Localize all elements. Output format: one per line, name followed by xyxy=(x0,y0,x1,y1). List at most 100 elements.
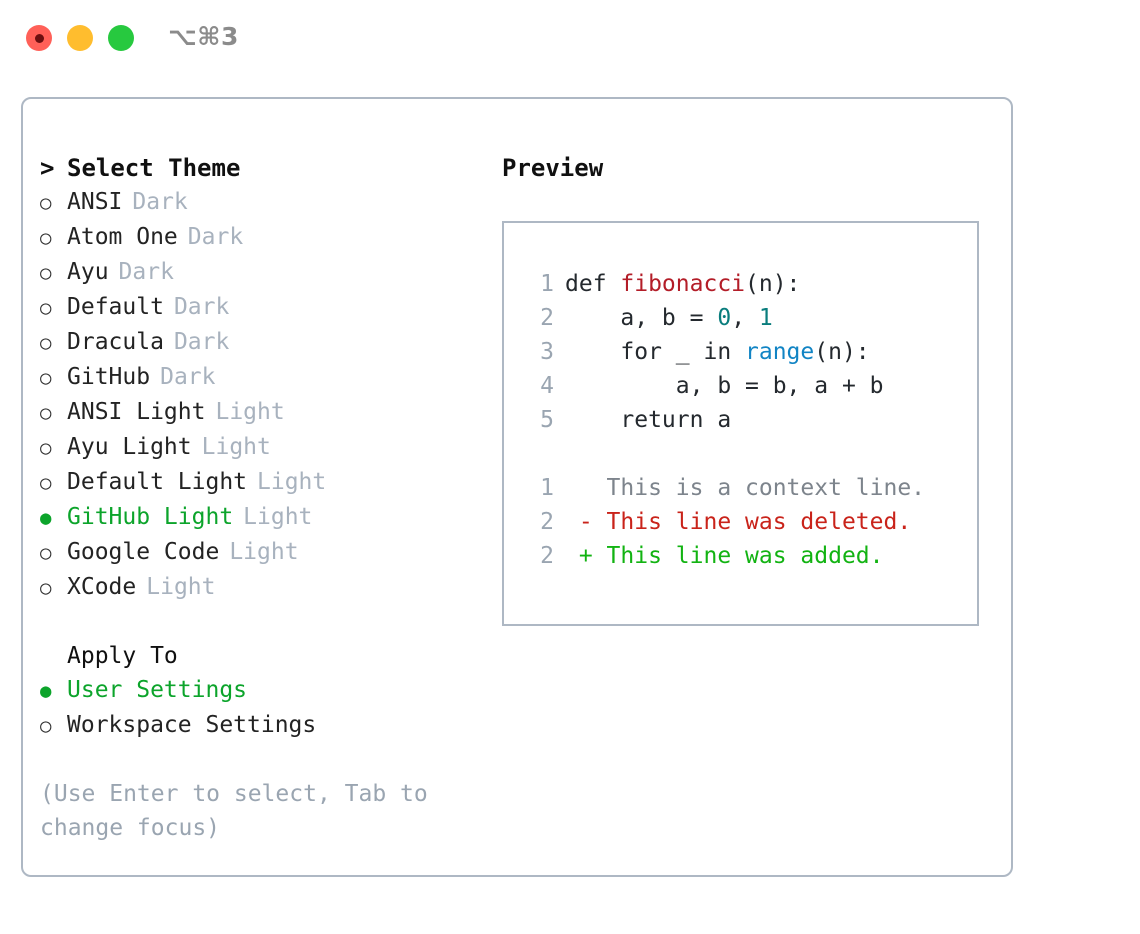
radio-unselected-icon: ○ xyxy=(40,367,52,389)
code-token-call: range xyxy=(745,339,815,365)
radio-unselected-icon: ○ xyxy=(40,332,52,354)
diff-line-context: 1 This is a context line. xyxy=(526,471,977,505)
code-line-number: 1 xyxy=(540,271,554,297)
theme-option-dracula[interactable]: ○ Dracula Dark xyxy=(40,325,480,360)
theme-option-label: GitHub xyxy=(67,364,151,390)
keyboard-hint-text: (Use Enter to select, Tab to change focu… xyxy=(40,781,428,841)
theme-option-label: Atom One xyxy=(67,224,178,250)
radio-unselected-icon: ○ xyxy=(40,437,52,459)
apply-to-option-label: Workspace Settings xyxy=(67,712,317,738)
code-line-text: a, b = 0, 1 xyxy=(565,301,773,335)
code-line: 1 def fibonacci(n): xyxy=(526,267,977,301)
radio-unselected-icon: ○ xyxy=(40,402,52,424)
code-line: 2 a, b = 0, 1 xyxy=(526,301,977,335)
theme-option-label: XCode xyxy=(67,574,137,600)
apply-to-option-user-settings[interactable]: ●User Settings xyxy=(40,673,480,708)
apply-to-option-workspace-settings[interactable]: ○ Workspace Settings xyxy=(40,708,480,743)
code-diff-separator xyxy=(526,437,977,471)
diff-line-number: 1 xyxy=(540,475,554,501)
code-token-func: fibonacci xyxy=(620,271,746,297)
theme-variant-badge: Dark xyxy=(173,329,230,355)
theme-option-label: Ayu Light xyxy=(67,434,192,460)
radio-unselected-icon: ○ xyxy=(40,297,52,319)
code-token-plain: , xyxy=(731,305,759,331)
theme-option-default-light[interactable]: ○ Default Light Light xyxy=(40,465,480,500)
radio-unselected-icon: ○ xyxy=(40,192,52,214)
radio-selected-icon: ● xyxy=(40,507,52,529)
theme-variant-badge: Light xyxy=(201,434,271,460)
theme-option-label: Default Light xyxy=(67,469,248,495)
code-token-num: 0 xyxy=(717,305,732,331)
code-line-number: 5 xyxy=(540,407,554,433)
theme-option-label: ANSI xyxy=(67,189,123,215)
theme-variant-badge: Light xyxy=(146,574,216,600)
diff-line-number: 2 xyxy=(540,543,554,569)
window-controls xyxy=(26,25,134,51)
code-token-plain: (n): xyxy=(745,271,801,297)
code-line-text: a, b = b, a + b xyxy=(565,369,884,403)
code-token-plain: def xyxy=(565,271,621,297)
apply-to-option-label: User Settings xyxy=(67,677,248,703)
theme-option-ayu[interactable]: ○ Ayu Dark xyxy=(40,255,480,290)
theme-option-ayu-light[interactable]: ○ Ayu Light Light xyxy=(40,430,480,465)
code-line-number: 2 xyxy=(540,305,554,331)
theme-variant-badge: Light xyxy=(257,469,327,495)
theme-variant-badge: Dark xyxy=(187,224,244,250)
theme-variant-badge: Light xyxy=(243,504,313,530)
prompt-marker: > xyxy=(40,154,55,182)
keyboard-shortcut-label: ⌥⌘3 xyxy=(168,22,239,51)
diff-sample: 1 This is a context line.2 - This line w… xyxy=(526,471,977,573)
diff-line-text: - This line was deleted. xyxy=(565,509,912,535)
radio-unselected-icon: ○ xyxy=(40,577,52,599)
minimize-light-icon[interactable] xyxy=(67,25,93,51)
code-token-plain: return a xyxy=(565,407,732,433)
code-line-text: for _ in range(n): xyxy=(565,335,869,369)
theme-option-label: Google Code xyxy=(67,539,220,565)
code-line: 4 a, b = b, a + b xyxy=(526,369,977,403)
theme-option-label: Ayu xyxy=(67,259,109,285)
code-line-text: def fibonacci(n): xyxy=(565,267,800,301)
theme-option-google-code[interactable]: ○ Google Code Light xyxy=(40,535,480,570)
close-light-icon[interactable] xyxy=(26,25,52,51)
theme-variant-badge: Light xyxy=(229,539,299,565)
code-token-num: 1 xyxy=(758,305,773,331)
theme-option-github[interactable]: ○ GitHub Dark xyxy=(40,360,480,395)
code-line: 3 for _ in range(n): xyxy=(526,335,977,369)
radio-unselected-icon: ○ xyxy=(40,542,52,564)
code-token-plain: a, b = b, a + b xyxy=(565,373,884,399)
code-token-plain: for _ in xyxy=(565,339,746,365)
code-token-plain: a, b = xyxy=(565,305,718,331)
diff-line-text: This is a context line. xyxy=(565,475,926,501)
radio-unselected-icon: ○ xyxy=(40,262,52,284)
select-theme-title: Select Theme xyxy=(67,154,241,182)
code-line-number: 3 xyxy=(540,339,554,365)
theme-variant-badge: Dark xyxy=(118,259,174,285)
radio-unselected-icon: ○ xyxy=(40,715,52,737)
theme-option-github-light[interactable]: ● GitHub Light Light xyxy=(40,500,480,535)
diff-line-del: 2 - This line was deleted. xyxy=(526,505,977,539)
diff-line-add: 2 + This line was added. xyxy=(526,539,977,573)
theme-option-label: ANSI Light xyxy=(67,399,206,425)
maximize-light-icon[interactable] xyxy=(108,25,134,51)
diff-line-number: 2 xyxy=(540,509,554,535)
list-spacer xyxy=(40,605,480,639)
theme-option-label: Dracula xyxy=(67,329,164,355)
title-bar: ⌥⌘3 xyxy=(0,0,1140,78)
diff-line-text: + This line was added. xyxy=(565,543,884,569)
code-line-text: return a xyxy=(565,403,731,437)
code-line-number: 4 xyxy=(540,373,554,399)
theme-option-label: GitHub Light xyxy=(67,504,234,530)
code-line: 5 return a xyxy=(526,403,977,437)
theme-variant-badge: Dark xyxy=(160,364,216,390)
radio-unselected-icon: ○ xyxy=(40,472,52,494)
theme-option-xcode[interactable]: ○ XCode Light xyxy=(40,570,480,605)
